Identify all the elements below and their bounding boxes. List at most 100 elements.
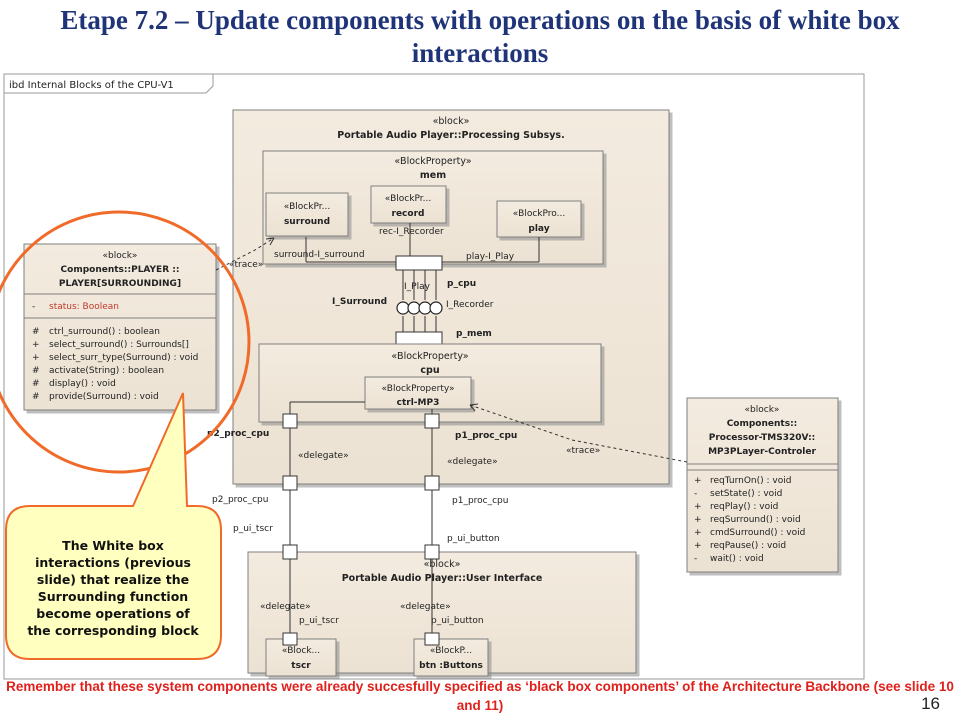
trace-label-2: «trace»: [566, 446, 600, 456]
record-stereotype: «BlockPr...: [385, 194, 431, 204]
p1-proc-cpu-port-outer[interactable]: [424, 475, 440, 491]
p-mem-label: p_mem: [456, 329, 492, 339]
trace-dependency-player: [215, 237, 275, 271]
processor-op: reqPlay() : void: [710, 502, 778, 512]
mem-name: mem: [420, 170, 446, 181]
play-iplay-label: play-I_Play: [466, 252, 515, 262]
player-attr-text: status: Boolean: [49, 302, 119, 312]
btn-name: btn :Buttons: [419, 661, 483, 671]
processor-op-vis: +: [694, 502, 702, 512]
player-op: provide(Surround) : void: [49, 392, 159, 402]
p-ui-tscr-label-a: p_ui_tscr: [233, 524, 273, 534]
callout-line: interactions (previous: [35, 555, 191, 570]
ctrl-mp3-block-property[interactable]: «BlockProperty» ctrl-MP3: [364, 376, 472, 410]
ctrl-name: ctrl-MP3: [397, 398, 440, 408]
processing-stereotype: «block»: [433, 116, 470, 127]
trace-arrowhead-left: [265, 237, 275, 246]
interface-connectors: [402, 270, 437, 332]
tscr-stereotype: «Block...: [282, 646, 320, 656]
p2-proc-cpu-label-b: p2_proc_cpu: [212, 495, 268, 505]
record-block-property[interactable]: «BlockPr... record: [370, 185, 447, 224]
slide-title: Etape 7.2 – Update components with opera…: [60, 5, 900, 68]
processor-op-vis: -: [694, 489, 697, 499]
p-ui-button-label-a: p_ui_button: [447, 534, 500, 544]
p-mem-port[interactable]: [395, 331, 443, 345]
callout-bubble: The White box interactions (previous sli…: [5, 392, 222, 660]
processor-name-line2: Processor-TMS320V::: [709, 433, 816, 443]
processor-op: cmdSurround() : void: [710, 528, 805, 538]
player-op: ctrl_surround() : boolean: [49, 327, 160, 337]
delegate-ui-left-label: «delegate»: [260, 602, 311, 612]
p2-proc-cpu-port-inner[interactable]: [282, 413, 298, 429]
btn-stereotype: «BlockP...: [430, 646, 472, 656]
p-ui-button-label-b: p_ui_button: [431, 616, 484, 626]
page-number: 16: [921, 694, 940, 713]
ui-internal-connectors: [289, 559, 433, 640]
surround-isurround-label: surround-I_surround: [274, 250, 365, 260]
cpu-stereotype: «BlockProperty»: [391, 351, 468, 362]
p2-proc-cpu-port-outer[interactable]: [282, 475, 298, 491]
player-op-vis: +: [32, 340, 40, 350]
p1-proc-cpu-port-inner[interactable]: [424, 413, 440, 429]
play-block-property[interactable]: «BlockPro... play: [496, 200, 582, 238]
player-op-vis: #: [32, 327, 40, 337]
p-cpu-label: p_cpu: [447, 279, 476, 289]
cpu-internal-connectors: [289, 401, 433, 414]
processor-op-vis: +: [694, 515, 702, 525]
record-name: record: [392, 209, 425, 219]
surround-name: surround: [284, 217, 330, 227]
ui-stereotype: «block»: [424, 559, 461, 570]
player-attr-vis: -: [32, 302, 35, 312]
processor-op: reqTurnOn() : void: [710, 476, 791, 486]
p1-proc-cpu-label-b: p1_proc_cpu: [452, 496, 508, 506]
processor-op: reqPause() : void: [710, 541, 786, 551]
processor-op: reqSurround() : void: [710, 515, 801, 525]
mem-internal-connectors: [305, 223, 540, 263]
btn-port[interactable]: [424, 632, 440, 646]
cpu-name: cpu: [420, 365, 439, 376]
processor-name-line3: MP3PLayer-Controler: [708, 447, 816, 457]
play-stereotype: «BlockPro...: [513, 209, 565, 219]
surround-stereotype: «BlockPr...: [284, 202, 330, 212]
processor-stereotype: «block»: [745, 405, 780, 415]
mem-stereotype: «BlockProperty»: [394, 156, 471, 167]
processor-op-vis: +: [694, 541, 702, 551]
player-block[interactable]: «block» Components::PLAYER :: PLAYER[SUR…: [23, 243, 217, 411]
p-ui-button-port[interactable]: [424, 544, 440, 560]
p-cpu-port[interactable]: [395, 255, 443, 271]
processing-ui-connectors: [289, 490, 433, 545]
surround-block-property[interactable]: «BlockPr... surround: [265, 192, 349, 237]
processor-op: wait() : void: [710, 554, 764, 564]
callout-line: The White box: [62, 538, 164, 553]
p1-proc-cpu-label-a: p1_proc_cpu: [455, 431, 517, 441]
delegate-right-label: «delegate»: [447, 457, 498, 467]
processor-block[interactable]: «block» Components:: Processor-TMS320V::…: [686, 397, 839, 573]
processor-op-vis: +: [694, 476, 702, 486]
delegate-left-label: «delegate»: [298, 451, 349, 461]
footer-note: Remember that these system components we…: [6, 679, 954, 713]
player-op-vis: +: [32, 353, 40, 363]
tscr-block-property[interactable]: «Block... tscr: [265, 638, 337, 677]
player-op: select_surr_type(Surround) : void: [49, 353, 198, 363]
player-name-line1: Components::PLAYER ::: [61, 265, 180, 275]
player-op-vis: #: [32, 392, 40, 402]
tscr-name: tscr: [291, 661, 311, 671]
i-recorder-label: I_Recorder: [446, 300, 494, 310]
player-op: activate(String) : boolean: [49, 366, 164, 376]
p-ui-tscr-label-b: p_ui_tscr: [299, 616, 339, 626]
player-name-line2: PLAYER[SURROUNDING]: [59, 279, 181, 289]
trace-label-1: «trace»: [229, 260, 263, 270]
processor-operations: + reqTurnOn() : void - setState() : void…: [694, 476, 805, 564]
lollipop-interfaces: [396, 301, 443, 315]
ctrl-stereotype: «BlockProperty»: [381, 384, 454, 394]
callout-line: become operations of: [36, 606, 190, 621]
p-ui-tscr-port[interactable]: [282, 544, 298, 560]
i-surround-label: I_Surround: [332, 297, 387, 307]
p2-proc-cpu-label-a: p2_proc_cpu: [207, 429, 269, 439]
ui-name: Portable Audio Player::User Interface: [342, 573, 543, 584]
delegate-connectors-processing: [289, 428, 433, 476]
player-op: display() : void: [49, 379, 116, 389]
i-play-label: I_Play: [404, 282, 431, 292]
tscr-port[interactable]: [282, 632, 298, 646]
